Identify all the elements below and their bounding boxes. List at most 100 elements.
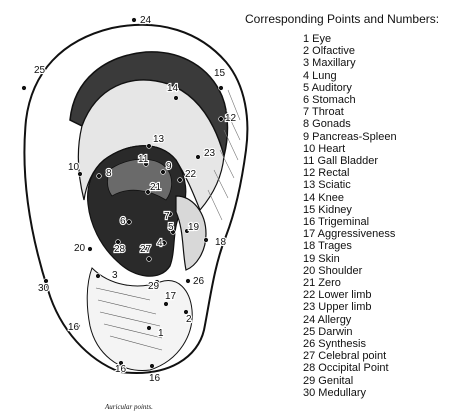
- point-label: 30: [38, 283, 50, 294]
- point-label: 7: [164, 211, 170, 222]
- point-dot: [177, 177, 183, 183]
- legend-item: 20 Shoulder: [303, 264, 363, 277]
- point-dot: [115, 239, 121, 245]
- point-dot: [218, 116, 224, 122]
- legend-item: 17 Aggressiveness: [303, 228, 396, 241]
- point-dot: [146, 143, 152, 149]
- point-label: 15: [214, 68, 226, 79]
- point-dot: [146, 256, 152, 262]
- legend-item: 25 Darwin: [303, 325, 353, 338]
- point-label: 4: [157, 238, 163, 249]
- point-dot: [195, 154, 201, 160]
- legend-item: 24 Allergy: [303, 313, 352, 326]
- legend-item: 26 Synthesis: [303, 338, 366, 351]
- point-label: 16: [115, 364, 127, 375]
- point-dot: [75, 323, 81, 329]
- point-dot: [77, 171, 83, 177]
- point-label: 16: [149, 373, 161, 384]
- legend-item: 9 Pancreas-Spleen: [303, 130, 397, 143]
- point-dot: [184, 228, 190, 234]
- point-label: 20: [74, 243, 86, 254]
- point-label: 9: [166, 161, 172, 172]
- helix-hatching: [207, 89, 241, 221]
- point-label: 26: [193, 276, 205, 287]
- legend-item: 15 Kidney: [303, 203, 352, 216]
- point-dot: [154, 279, 160, 285]
- point-label: 5: [168, 222, 174, 233]
- point-dot: [170, 229, 176, 235]
- point-label: 12: [225, 113, 237, 124]
- point-label: 16: [68, 322, 80, 333]
- point-label: 3: [112, 270, 118, 281]
- point-label: 23: [204, 148, 216, 159]
- tragus: [175, 195, 207, 271]
- point-dot: [145, 189, 151, 195]
- point-dot: [160, 169, 166, 175]
- point-dot: [185, 278, 191, 284]
- point-dot: [118, 360, 124, 366]
- legend-item: 27 Celebral point: [303, 350, 387, 363]
- point-label: 14: [167, 83, 179, 94]
- point-label: 13: [153, 134, 165, 145]
- point-label: 18: [215, 237, 227, 248]
- point-dot: [149, 363, 155, 369]
- point-label: 27: [140, 244, 152, 255]
- point-label: 8: [106, 168, 112, 179]
- legend-item: 18 Trages: [303, 240, 352, 253]
- point-label: 24: [140, 15, 152, 26]
- point-dot: [218, 85, 224, 91]
- legend-item: 16 Trigeminal: [303, 216, 370, 229]
- point-label: 1: [158, 328, 164, 339]
- point-label: 21: [150, 182, 162, 193]
- point-label: 10: [68, 162, 80, 173]
- point-label: 19: [188, 222, 200, 233]
- point-label: 29: [148, 281, 160, 292]
- point-dot: [131, 17, 137, 23]
- legend-item: 22 Lower limb: [303, 289, 372, 302]
- point-label: 28: [114, 244, 126, 255]
- legend-item: 8 Gonads: [303, 118, 351, 131]
- point-dot: [143, 161, 149, 167]
- point-dot: [163, 301, 169, 307]
- legend-item: 10 Heart: [303, 142, 346, 155]
- point-dot: [126, 219, 132, 225]
- point-dot: [43, 278, 49, 284]
- point-dot: [96, 173, 102, 179]
- point-dot: [183, 309, 189, 315]
- legend-item: 12 Rectal: [303, 167, 350, 180]
- point-dot: [173, 95, 179, 101]
- legend-item: 4 Lung: [303, 69, 337, 82]
- point-label: 11: [138, 154, 149, 165]
- point-dot: [203, 237, 209, 243]
- legend-item: 28 Occipital Point: [303, 362, 389, 375]
- legend-item: 29 Genital: [303, 374, 354, 387]
- point-label: 2: [186, 314, 192, 325]
- legend-item: 5 Auditory: [303, 81, 352, 94]
- point-dot: [95, 273, 101, 279]
- legend-item: 19 Skin: [303, 252, 340, 265]
- point-label: 25: [34, 65, 46, 76]
- legend-item: 14 Knee: [303, 191, 344, 204]
- point-dot: [167, 211, 173, 217]
- legend-item: 1 Eye: [303, 33, 332, 45]
- legend-title: Corresponding Points and Numbers:: [245, 12, 440, 26]
- legend-item: 30 Medullary: [303, 386, 366, 399]
- legend-item: 3 Maxillary: [303, 57, 356, 70]
- legend-item: 7 Throat: [303, 106, 344, 119]
- cymba: [107, 158, 172, 201]
- point-dot: [87, 246, 93, 252]
- point-label: 17: [165, 291, 177, 302]
- legend-item: 21 Zero: [303, 277, 341, 290]
- legend-item: 11 Gall Bladder: [303, 155, 379, 168]
- point-label: 6: [120, 216, 126, 227]
- point-dot: [146, 325, 152, 331]
- legend-item: 23 Upper limb: [303, 301, 372, 314]
- legend-item: 13 Sciatic: [303, 179, 351, 192]
- lobe: [86, 267, 193, 371]
- lobe-hatching: [95, 287, 163, 351]
- point-dot: [21, 85, 27, 91]
